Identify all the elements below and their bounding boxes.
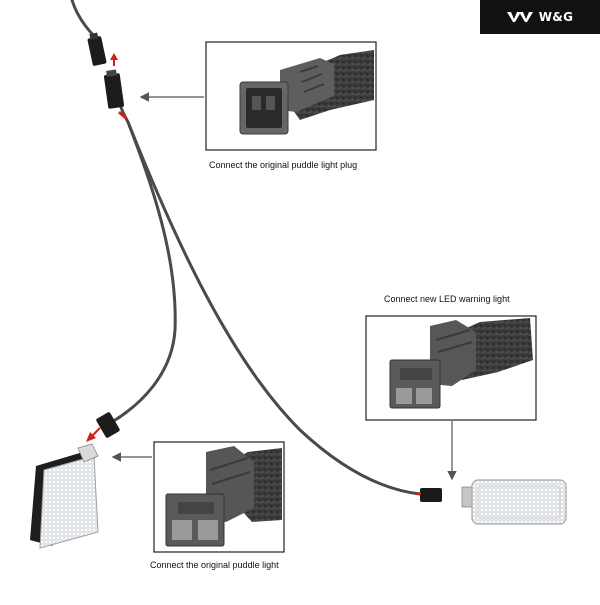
top-female-connector: [103, 69, 125, 109]
caption-original-plug: Connect the original puddle light plug: [209, 160, 358, 170]
red-arrow-head-icon: [110, 53, 118, 60]
callout-box-original-plug: [205, 41, 377, 151]
new-led-lamp: [415, 479, 567, 525]
callout-box-original-light: [153, 441, 285, 553]
callout-box-new-led: [365, 315, 537, 421]
brand-name: W&G: [538, 10, 574, 24]
caption-original-light: Connect the original puddle light: [150, 560, 279, 570]
red-arrow-diag-icon: [91, 427, 101, 437]
red-arrow-diag-head-icon: [86, 432, 96, 442]
lower-left-connector: [96, 412, 120, 438]
caption-new-led: Connect new LED warning light: [384, 294, 510, 304]
brand-chevrons-logo-icon: [506, 12, 533, 22]
brand-logo: W&G: [480, 0, 600, 34]
original-puddle-light: [30, 443, 99, 549]
top-male-connector: [87, 32, 107, 66]
